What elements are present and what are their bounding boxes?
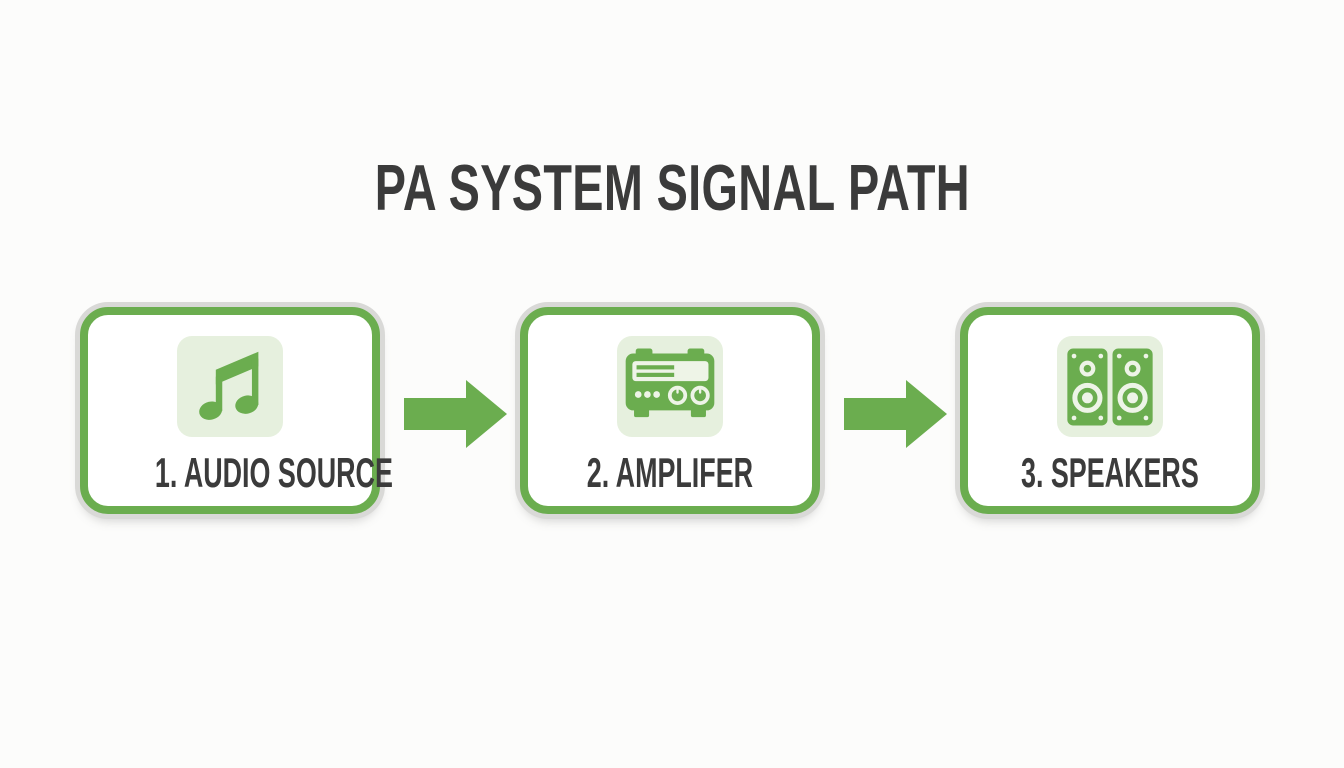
page-title: PA SYSTEM SIGNAL PATH — [0, 155, 1344, 220]
music-note-icon — [177, 336, 283, 437]
step-label-text: 3. SPEAKERS — [1021, 449, 1199, 496]
step-label-text: 2. AMPLIFER — [586, 449, 754, 496]
amplifier-icon — [617, 336, 723, 437]
page-title-text: PA SYSTEM SIGNAL PATH — [374, 151, 970, 224]
speakers-icon — [1057, 336, 1163, 437]
arrow-right-icon — [844, 380, 947, 448]
arrow-right-icon — [404, 380, 507, 448]
step-label-amplifier: 2. AMPLIFER — [528, 452, 812, 494]
step-box-speakers: 3. SPEAKERS — [960, 307, 1260, 514]
step-box-amplifier: 2. AMPLIFER — [520, 307, 820, 514]
step-label-text: 1. AUDIO SOURCE — [154, 449, 393, 496]
step-label-audio-source: 1. AUDIO SOURCE — [88, 452, 393, 494]
step-box-audio-source: 1. AUDIO SOURCE — [80, 307, 393, 514]
step-label-speakers: 3. SPEAKERS — [968, 452, 1252, 494]
